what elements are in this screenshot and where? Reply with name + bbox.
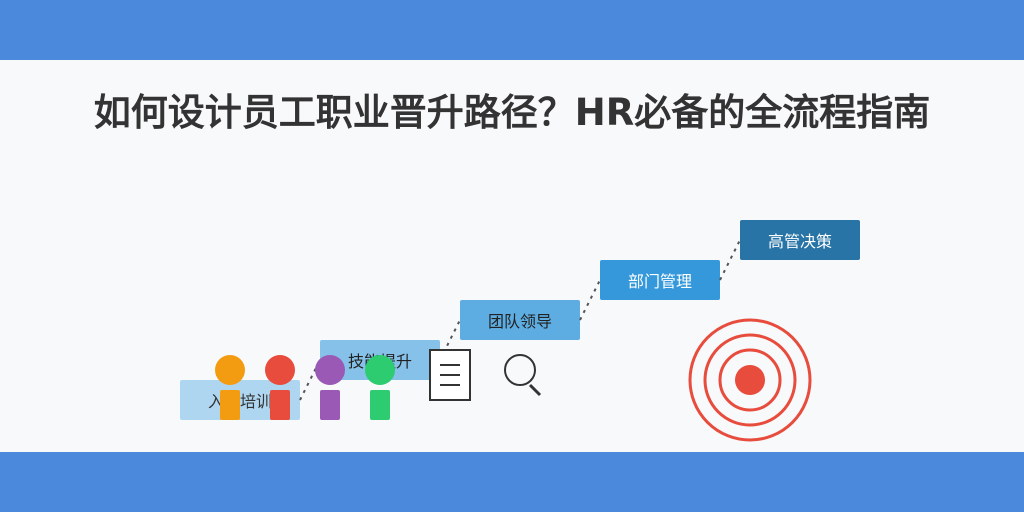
bottom-banner	[0, 452, 1024, 512]
magnifier-icon	[504, 354, 542, 397]
step-dept-management: 部门管理	[600, 260, 720, 300]
page-title: 如何设计员工职业晋升路径？HR必备的全流程指南	[93, 91, 931, 134]
document-icon	[429, 349, 471, 401]
person-icon-orange	[215, 355, 245, 420]
target-icon	[688, 318, 812, 442]
step-executive: 高管决策	[740, 220, 860, 260]
person-icon-green	[365, 355, 395, 420]
connector-3-4	[579, 279, 601, 321]
step-team-lead: 团队领导	[460, 300, 580, 340]
person-icon-red	[265, 355, 295, 420]
step-connectors	[299, 239, 741, 401]
person-icon-purple	[315, 355, 345, 420]
connector-4-5	[719, 239, 741, 281]
top-banner	[0, 0, 1024, 60]
